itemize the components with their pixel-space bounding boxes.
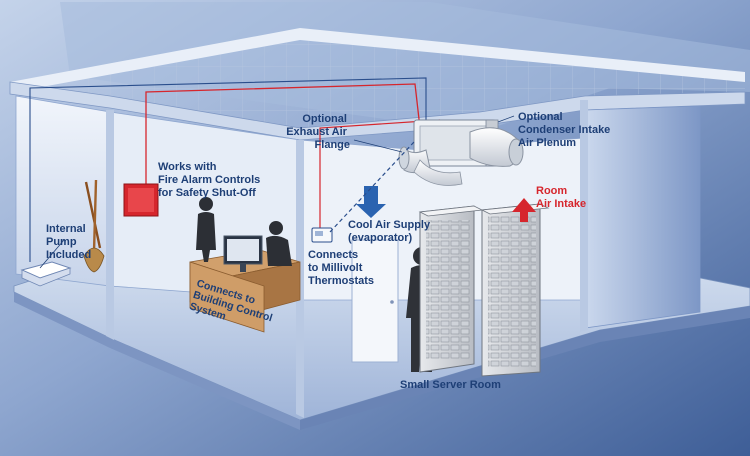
condenser-intake-duct bbox=[469, 127, 524, 167]
partition-wall-left bbox=[106, 110, 114, 340]
label-room-air-intake: Room Air Intake bbox=[536, 185, 586, 210]
room-air-intake-arrow bbox=[512, 198, 536, 222]
pump-unit-side bbox=[21, 267, 71, 287]
pump-drain-line bbox=[29, 77, 427, 262]
broom-handle-2 bbox=[92, 179, 98, 253]
server-rack-right bbox=[480, 203, 550, 377]
cool-air-arrow bbox=[356, 186, 386, 218]
right-wall bbox=[584, 105, 701, 329]
leader-pump bbox=[39, 239, 65, 269]
ceiling-edge bbox=[10, 28, 745, 92]
supply-duct bbox=[413, 159, 463, 186]
leader-exhaust bbox=[353, 139, 403, 153]
thermostat-screen bbox=[315, 231, 323, 236]
label-fire-alarm: Works with Fire Alarm Controls for Safet… bbox=[158, 161, 263, 199]
fire-alarm-wire bbox=[145, 83, 421, 188]
label-internal-pump: Internal Pump Included bbox=[46, 223, 91, 261]
fire-alarm-panel-face bbox=[128, 188, 154, 212]
label-exhaust-flange: Optional Exhaust Air Flange bbox=[286, 113, 350, 151]
floor-right-face bbox=[300, 306, 750, 430]
leader-condenser bbox=[497, 115, 515, 123]
server-room-door[interactable] bbox=[351, 239, 399, 363]
label-thermostats: Connects to Millivolt Thermostats bbox=[308, 249, 374, 287]
label-server-room: Small Server Room bbox=[400, 379, 501, 391]
office-person-standing bbox=[196, 197, 216, 262]
broom-head bbox=[83, 247, 105, 273]
desk-label-panel bbox=[189, 261, 265, 333]
thermostat-wire bbox=[319, 119, 441, 232]
exhaust-flange bbox=[398, 146, 410, 170]
ceiling-front-edge bbox=[9, 81, 746, 141]
monitor-stand bbox=[240, 264, 246, 272]
label-cool-air-supply: Cool Air Supply (evaporator) bbox=[348, 219, 433, 244]
server-rack-left bbox=[418, 205, 484, 373]
floor-front-face bbox=[14, 292, 300, 430]
partition-wall-right bbox=[580, 100, 588, 332]
broom-handle bbox=[84, 181, 102, 249]
label-condenser-plenum: Optional Condenser Intake Air Plenum bbox=[518, 111, 613, 149]
door-handle bbox=[390, 300, 394, 304]
office-person-seated bbox=[266, 221, 292, 266]
monitor-screen bbox=[227, 239, 259, 261]
